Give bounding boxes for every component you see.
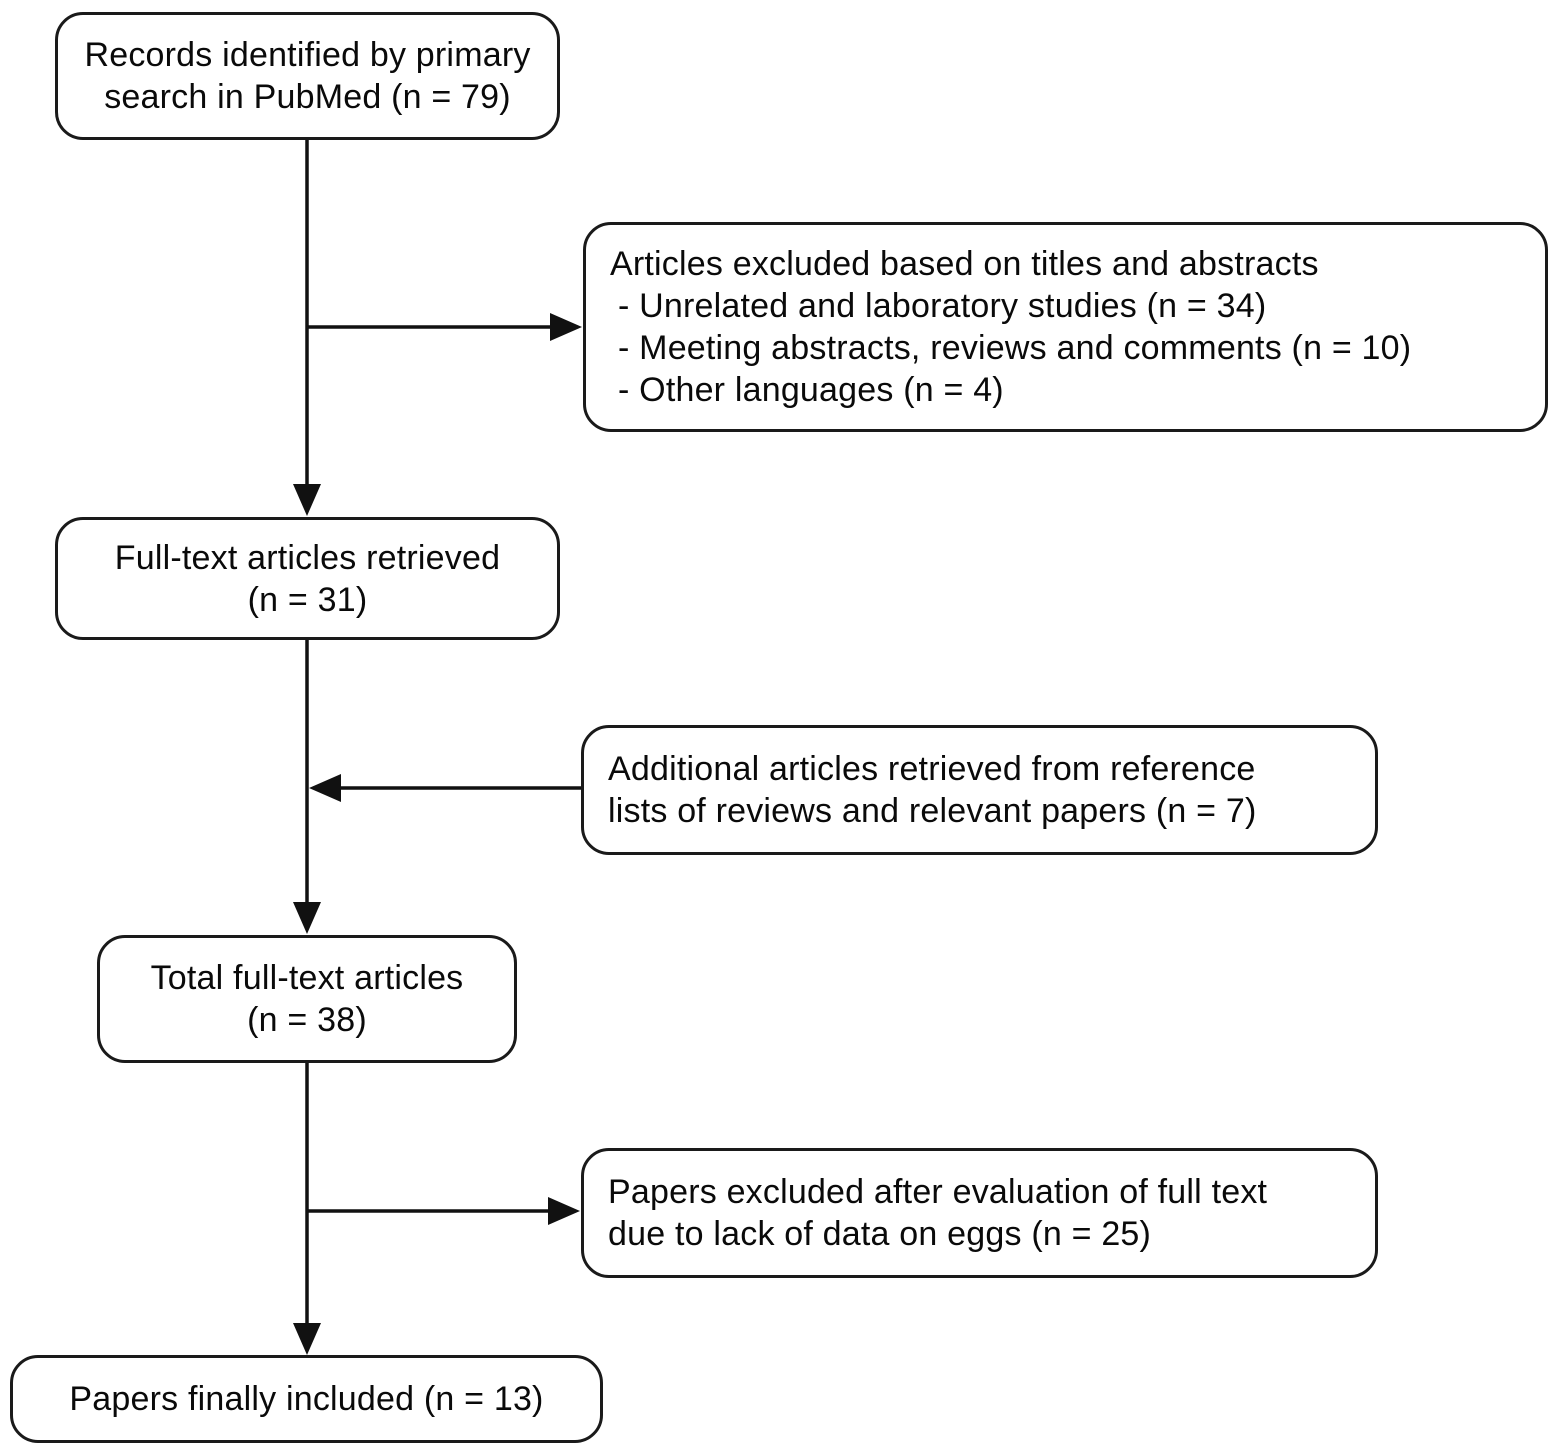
arrow-fulltext-to-total-head [293, 902, 321, 934]
excluded-titles-item-languages: - Other languages (n = 4) [618, 371, 1004, 409]
node-fulltext-retrieved-line1: Full-text articles retrieved [114, 538, 501, 577]
node-papers-finally-included: Papers finally included (n = 13) [10, 1355, 603, 1443]
arrow-additional-to-flow-head [309, 774, 341, 802]
node-records-identified-line1: Records identified by primary [84, 36, 531, 74]
node-additional-articles-line2: lists of reviews and relevant papers (n … [608, 792, 1257, 830]
node-additional-articles-line1: Additional articles retrieved from refer… [608, 750, 1256, 788]
node-papers-excluded-fulltext-line1: Papers excluded after evaluation of full… [608, 1173, 1268, 1211]
arrow-branch-to-excluded-fulltext-head [548, 1197, 580, 1225]
arrow-branch-to-excluded-titles-head [550, 313, 582, 341]
node-additional-articles: Additional articles retrieved from refer… [581, 725, 1378, 855]
node-papers-excluded-fulltext: Papers excluded after evaluation of full… [581, 1148, 1378, 1278]
node-records-identified-line2: search in PubMed (n = 79) [104, 78, 511, 116]
excluded-titles-item-unrelated: - Unrelated and laboratory studies (n = … [618, 287, 1267, 325]
node-papers-excluded-fulltext-line2: due to lack of data on eggs (n = 25) [608, 1215, 1152, 1253]
arrow-records-to-fulltext-head [293, 484, 321, 516]
excluded-titles-heading: Articles excluded based on titles and ab… [610, 245, 1319, 283]
node-fulltext-retrieved: Full-text articles retrieved (n = 31) [55, 517, 560, 640]
node-records-identified: Records identified by primary search in … [55, 12, 560, 140]
node-total-fulltext: Total full-text articles (n = 38) [97, 935, 517, 1063]
excluded-titles-item-meeting: - Meeting abstracts, reviews and comment… [618, 329, 1412, 367]
node-fulltext-retrieved-line2: (n = 31) [247, 580, 368, 619]
node-total-fulltext-line1: Total full-text articles [150, 959, 464, 997]
node-papers-finally-included-text: Papers finally included (n = 13) [69, 1380, 544, 1418]
node-articles-excluded-titles-abstracts: Articles excluded based on titles and ab… [583, 222, 1548, 432]
arrow-total-to-final-head [293, 1323, 321, 1355]
node-total-fulltext-line2: (n = 38) [247, 1001, 367, 1039]
